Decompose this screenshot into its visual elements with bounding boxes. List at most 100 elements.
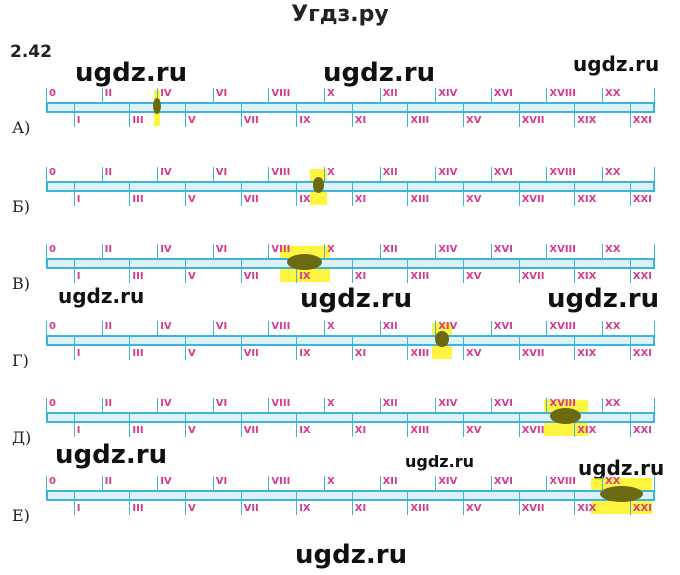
scale-tick <box>212 398 214 412</box>
scale-label: XVIII <box>549 398 577 409</box>
scale-label: XIV <box>438 321 458 332</box>
scale-label: XX <box>605 398 621 409</box>
scale-tick <box>129 181 131 206</box>
scale-label: I <box>76 271 81 282</box>
scale-tick <box>101 476 103 490</box>
scale-tick <box>351 490 353 515</box>
scale-tick <box>602 398 603 412</box>
scale-tick <box>157 476 159 490</box>
scale-tick <box>157 321 159 335</box>
scale-label: VI <box>215 398 228 409</box>
scale-tick <box>546 167 548 181</box>
scale-tick <box>518 181 520 206</box>
scale-label: XVI <box>493 88 513 99</box>
row-label: А) <box>12 118 31 137</box>
scale-label: XVI <box>493 398 513 409</box>
scale-label: XVI <box>493 244 513 255</box>
scale-label: XII <box>382 398 398 409</box>
scale-label: XVII <box>521 348 545 359</box>
scale-label: VII <box>243 503 259 514</box>
scale-label: XIX <box>577 503 597 514</box>
scale-tick <box>296 258 298 283</box>
scale-tick <box>185 490 186 515</box>
scale-tick <box>574 412 576 437</box>
scale-tick <box>268 398 270 412</box>
scale-label: XVII <box>521 115 545 126</box>
scale-label: I <box>76 115 81 126</box>
scale-label: VI <box>215 244 228 255</box>
scale-tick <box>296 412 298 437</box>
scale-label: XVII <box>521 194 545 205</box>
scale-tick <box>435 476 437 490</box>
scale-tick <box>379 244 381 258</box>
scale-label: VII <box>243 348 259 359</box>
scale-tick <box>435 244 437 258</box>
scale-tick <box>240 258 242 283</box>
scale-label: XV <box>466 348 482 359</box>
scale-tick <box>602 476 603 490</box>
scale-label: II <box>104 476 113 487</box>
scale-label: XI <box>354 194 367 205</box>
scale-label: XII <box>382 88 398 99</box>
scale-label: IX <box>299 425 311 436</box>
scale-tick <box>324 244 325 258</box>
scale-label: V <box>188 271 196 282</box>
scale-label: XXI <box>632 115 652 126</box>
scale-label: XVIII <box>549 88 577 99</box>
scale-label: XV <box>466 271 482 282</box>
scale-tick <box>73 335 75 360</box>
scale-label: X <box>327 244 335 255</box>
scale-tick <box>351 412 353 437</box>
scale-label: XIII <box>410 115 430 126</box>
time-scale-bar <box>46 102 655 113</box>
pencil-mark <box>153 98 162 114</box>
scale-label: X <box>327 167 335 178</box>
scale-label: XII <box>382 167 398 178</box>
scale-label: I <box>76 425 81 436</box>
scale-tick <box>212 88 214 102</box>
scale-tick <box>435 167 437 181</box>
pencil-mark <box>550 408 582 424</box>
scale-label: XV <box>466 503 482 514</box>
scale-tick <box>574 490 576 515</box>
scale-label: VI <box>215 476 228 487</box>
scale-label: IX <box>299 503 311 514</box>
watermark: ugdz.ru <box>573 52 660 76</box>
scale-tick <box>212 476 214 490</box>
scale-label: XII <box>382 321 398 332</box>
scale-tick <box>185 258 186 283</box>
scale-label: XXI <box>632 425 652 436</box>
watermark: ugdz.ru <box>55 440 168 470</box>
scale-tick <box>73 102 75 127</box>
scale-tick <box>46 88 47 102</box>
scale-tick <box>546 88 548 102</box>
watermark: ugdz.ru <box>405 452 474 471</box>
scale-label: XXI <box>632 194 652 205</box>
scale-tick <box>351 181 353 206</box>
scale-label: XVI <box>493 476 513 487</box>
scale-tick <box>654 88 655 102</box>
scale-tick <box>324 167 325 181</box>
scale-tick <box>463 181 464 206</box>
scale-label: XXI <box>632 271 652 282</box>
scale-label: XII <box>382 476 398 487</box>
scale-label: XIV <box>438 167 458 178</box>
watermark: ugdz.ru <box>75 58 188 88</box>
scale-label: XIX <box>577 115 597 126</box>
scale-label: XI <box>354 115 367 126</box>
scale-label: II <box>104 398 113 409</box>
scale-label: XI <box>354 503 367 514</box>
scale-label: 0 <box>49 476 56 487</box>
scale-tick <box>490 167 492 181</box>
scale-label: 0 <box>49 88 56 99</box>
scale-label: IX <box>299 115 311 126</box>
scale-tick <box>296 181 298 206</box>
scale-tick <box>490 476 492 490</box>
scale-tick <box>546 244 548 258</box>
scale-tick <box>268 476 270 490</box>
scale-label: VIII <box>271 167 291 178</box>
scale-label: IX <box>299 194 311 205</box>
scale-tick <box>351 102 353 127</box>
scale-label: 0 <box>49 244 56 255</box>
scale-tick <box>407 258 409 283</box>
